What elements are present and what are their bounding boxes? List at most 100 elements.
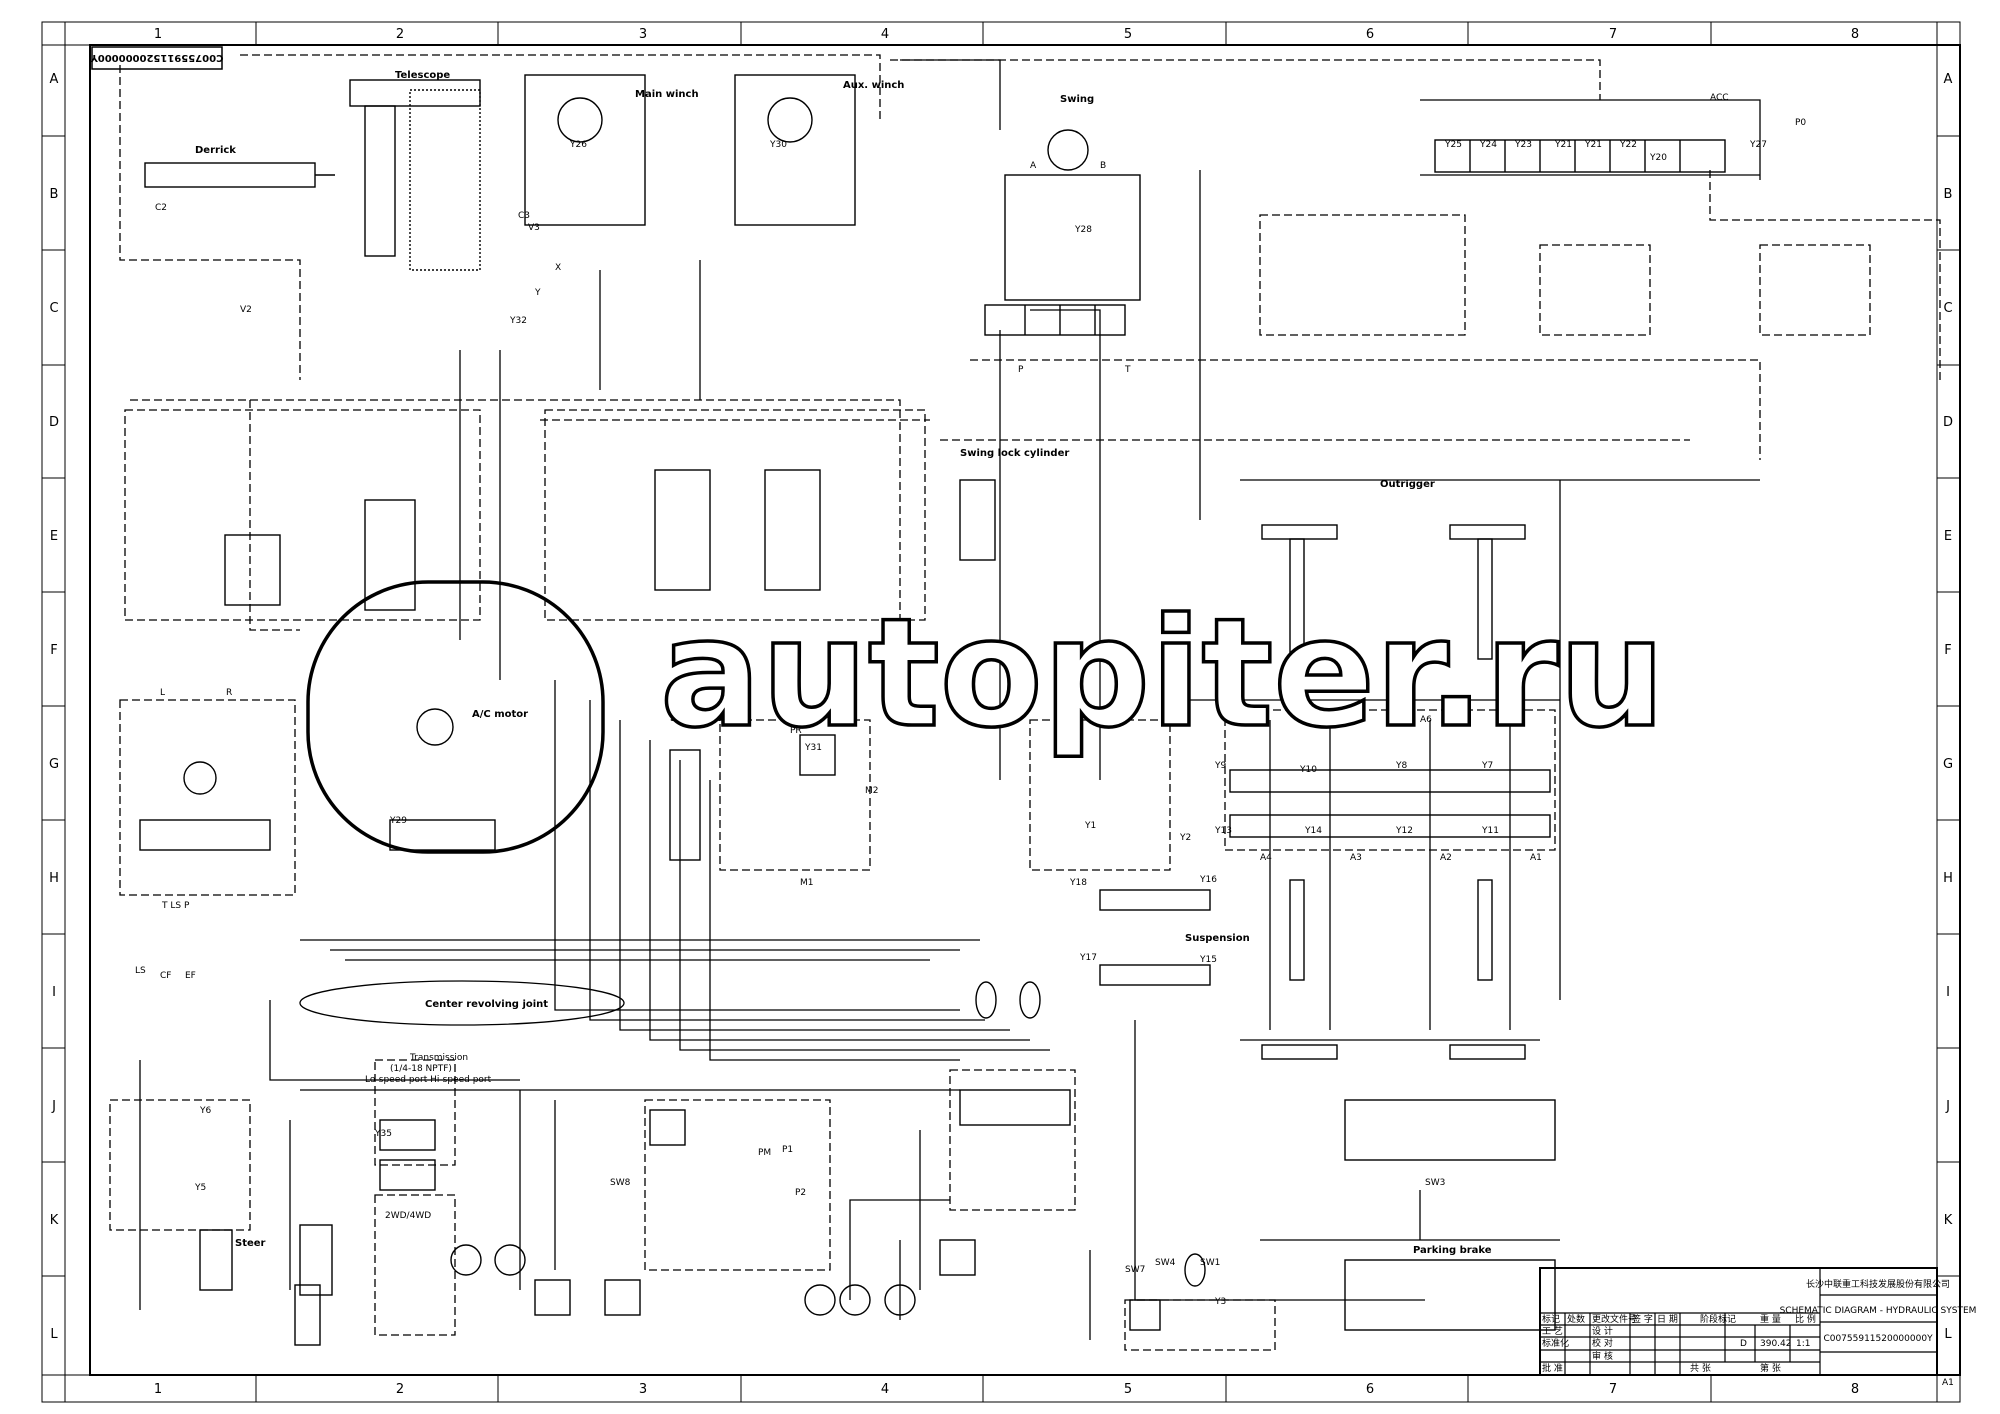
tag-y25: Y25 <box>1444 140 1462 150</box>
grid-col-top-4: 4 <box>881 27 889 42</box>
tag-y11: Y11 <box>1481 826 1499 836</box>
tag-y3: Y3 <box>1214 1297 1226 1307</box>
drawing-number-rotated: C00755911520000000Y <box>90 52 224 63</box>
approval-1: 处数 <box>1567 1313 1585 1325</box>
tag-y16: Y16 <box>1199 875 1217 885</box>
tag-y35: Y35 <box>374 1129 392 1139</box>
stage-mark: D <box>1740 1339 1747 1349</box>
tag-y15: Y15 <box>1199 955 1217 965</box>
grid-row-right-d: D <box>1943 415 1953 430</box>
tag-port-t: T <box>1124 365 1131 375</box>
tag-y12: Y12 <box>1395 826 1413 836</box>
grid-row-left-g: G <box>49 757 59 772</box>
tag-v2: V2 <box>240 305 252 315</box>
grid-row-left-a: A <box>50 72 59 87</box>
grid-row-left-f: F <box>50 643 57 658</box>
watermark: autopiter.ru <box>306 580 1667 854</box>
tag-y31: Y31 <box>804 743 822 753</box>
tag-l: L <box>160 688 165 698</box>
tag-port-p: P <box>1018 365 1024 375</box>
sheet-size: A1 <box>1942 1378 1954 1388</box>
derrick-label: Derrick <box>195 145 236 156</box>
transmission-label: Transmission <box>409 1053 468 1063</box>
tag-c2: C2 <box>155 203 167 213</box>
tag-y14: Y14 <box>1304 826 1322 836</box>
tag-sw1: SW1 <box>1200 1258 1220 1268</box>
tag-t-ls-p: T LS P <box>161 901 190 911</box>
watermark-text: autopiter.ru <box>660 587 1665 761</box>
grid-ticks <box>42 22 1960 1402</box>
tag-a5: A5 <box>1507 715 1519 725</box>
grid-row-left-d: D <box>49 415 59 430</box>
tag-a8: A8 <box>1243 715 1255 725</box>
tag-y21-bank: Y21 <box>1584 140 1602 150</box>
approval-10: 批 准 <box>1542 1362 1563 1374</box>
tag-y9: Y9 <box>1214 761 1226 771</box>
grid-row-right-k: K <box>1944 1213 1953 1228</box>
tag-y7: Y7 <box>1481 761 1493 771</box>
tag-y8: Y8 <box>1395 761 1407 771</box>
tag-y20: Y20 <box>1649 153 1667 163</box>
approval-0: 标记 <box>1542 1313 1560 1325</box>
tag-y21: Y21 <box>1554 140 1572 150</box>
grid-col-top-6: 6 <box>1366 27 1374 42</box>
tag-port-b: B <box>1100 161 1106 171</box>
swing-label: Swing <box>1060 94 1094 105</box>
tag-port-a: A <box>1030 161 1037 171</box>
grid-row-right-a: A <box>1944 72 1953 87</box>
scale-value: 1:1 <box>1796 1339 1810 1349</box>
tag-m2: M2 <box>865 786 879 796</box>
grid-col-top-8: 8 <box>1851 27 1859 42</box>
tag-y13: Y13 <box>1214 826 1232 836</box>
tag-p2: P2 <box>795 1188 806 1198</box>
weight-value: 390.42 <box>1760 1339 1792 1349</box>
tag-y32: Y32 <box>509 316 527 326</box>
grid-row-right-h: H <box>1943 871 1953 886</box>
grid-column-labels: 1 2 3 4 5 6 7 8 1 2 3 4 5 6 7 8 <box>154 27 1859 1397</box>
title-drawing-number: C00755911520000000Y <box>1823 1334 1933 1344</box>
tag-y26: Y26 <box>569 140 587 150</box>
tag-y29: Y29 <box>389 816 407 826</box>
approval-7: 审 核 <box>1592 1350 1613 1362</box>
tag-x: X <box>555 263 561 273</box>
approval-3: 签 字 <box>1632 1313 1653 1325</box>
hydraulic-lines <box>109 54 1941 1351</box>
tag-r: R <box>226 688 232 698</box>
tag-y24: Y24 <box>1479 140 1497 150</box>
tag-y22: Y22 <box>1619 140 1637 150</box>
grid-row-labels: A B C D E F G H I J K L A B C D E F G H … <box>49 72 1953 1342</box>
grid-col-bottom-3: 3 <box>639 1382 647 1397</box>
sheets-total: 共 张 <box>1690 1363 1711 1374</box>
approval-9: 标准化 <box>1542 1337 1569 1349</box>
stage-header: 阶段标记 <box>1700 1313 1736 1325</box>
tag-y18: Y18 <box>1069 878 1087 888</box>
grid-row-left-i: I <box>52 985 56 1000</box>
approval-6: 校 对 <box>1592 1337 1613 1349</box>
grid-row-right-j: J <box>1945 1099 1950 1114</box>
grid-col-bottom-7: 7 <box>1609 1382 1617 1397</box>
tag-y30: Y30 <box>769 140 787 150</box>
tag-y6: Y6 <box>199 1106 211 1116</box>
tag-2wd-4wd: 2WD/4WD <box>385 1211 431 1221</box>
tag-a3: A3 <box>1350 853 1362 863</box>
tag-sw4: SW4 <box>1155 1258 1176 1268</box>
center-joint-label: Center revolving joint <box>425 999 548 1010</box>
grid-row-right-c: C <box>1943 301 1952 316</box>
grid-row-left-l: L <box>50 1327 58 1342</box>
ac-motor-label: A/C motor <box>472 709 528 720</box>
grid-row-right-i: I <box>1946 985 1950 1000</box>
tag-y23: Y23 <box>1514 140 1532 150</box>
approval-8: 工 艺 <box>1542 1326 1563 1337</box>
tag-pm: PM <box>758 1148 771 1158</box>
tag-p1: P1 <box>782 1145 793 1155</box>
steer-label: Steer <box>235 1238 266 1249</box>
tag-ef: EF <box>185 971 196 981</box>
tag-m1: M1 <box>800 878 814 888</box>
tag-c3: C3 <box>518 211 530 221</box>
main-winch-label: Main winch <box>635 89 699 100</box>
grid-row-left-e: E <box>50 529 58 544</box>
tag-a1: A1 <box>1530 853 1542 863</box>
tag-y28: Y28 <box>1074 225 1092 235</box>
weight-header: 重 量 <box>1760 1313 1781 1325</box>
